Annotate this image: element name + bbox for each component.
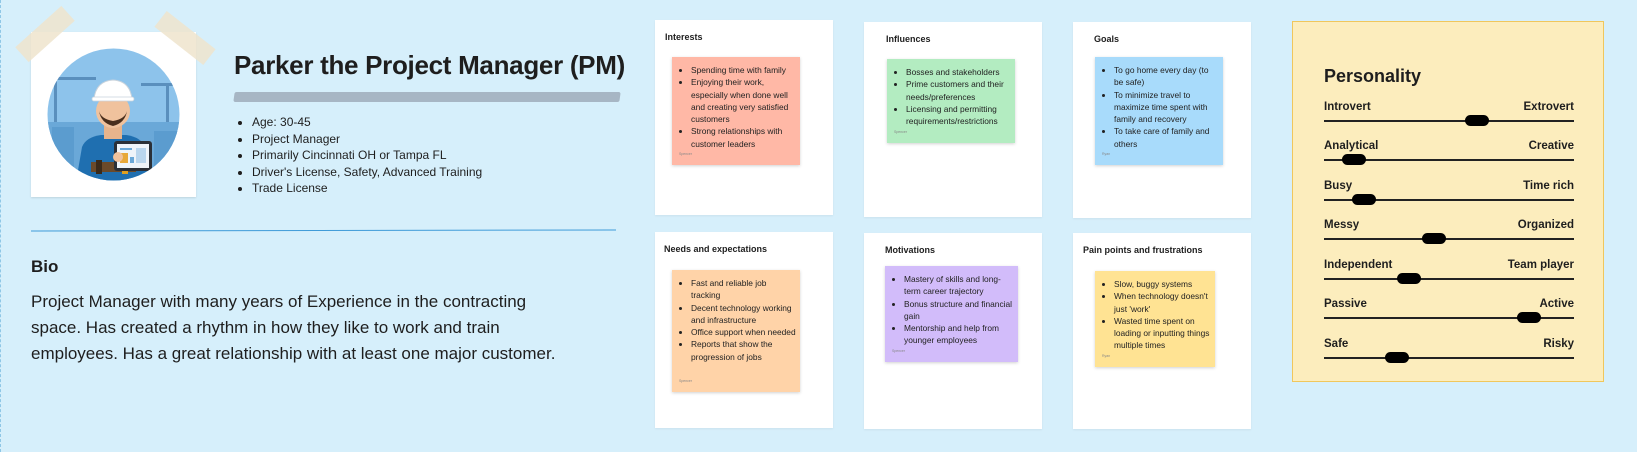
trait-right-label: Time rich [1523, 180, 1574, 192]
fact-item: Age: 30-45 [252, 114, 482, 131]
sticky-note-motivations[interactable]: Mastery of skills and long-term career t… [885, 266, 1018, 362]
card-title: Influences [886, 34, 931, 44]
persona-facts-list: Age: 30-45 Project Manager Primarily Cin… [234, 114, 482, 197]
sticky-item: Enjoying their work, especially when don… [691, 76, 796, 125]
card-title: Interests [665, 32, 703, 42]
sticky-item: Prime customers and their needs/preferen… [906, 78, 1011, 103]
sticky-author: Ryan [1102, 353, 1111, 358]
slider-knob[interactable] [1397, 273, 1421, 284]
card-needs[interactable]: Needs and expectations Fast and reliable… [655, 232, 833, 428]
personality-panel: Personality Introvert Extrovert Analytic… [1292, 21, 1604, 382]
slider-knob[interactable] [1342, 154, 1366, 165]
persona-photo-card [31, 32, 196, 197]
sticky-author: Ryan [1102, 151, 1111, 156]
sticky-note-needs[interactable]: Fast and reliable job tracking Decent te… [672, 270, 800, 392]
slider-knob[interactable] [1464, 115, 1489, 126]
trait-left-label: Safe [1324, 338, 1349, 350]
persona-title: Parker the Project Manager (PM) [234, 50, 625, 80]
sticky-note-goals[interactable]: To go home every day (to be safe) To min… [1095, 57, 1223, 165]
sticky-item: Wasted time spent on loading or inputtin… [1114, 315, 1211, 352]
fact-item: Trade License [252, 180, 482, 197]
sticky-author: Spencer [679, 151, 693, 156]
trait-left-label: Passive [1324, 298, 1367, 310]
sticky-note-interests[interactable]: Spending time with family Enjoying their… [672, 57, 800, 165]
slider-track [1324, 278, 1574, 280]
sticky-item: To take care of family and others [1114, 125, 1219, 150]
sticky-item: Mentorship and help from younger employe… [904, 322, 1014, 347]
bio-text: Project Manager with many years of Exper… [31, 292, 556, 363]
trait-slider: Busy Time rich [1324, 180, 1574, 205]
sticky-author: Spencer [892, 348, 906, 353]
card-interests[interactable]: Interests Spending time with family Enjo… [655, 20, 833, 215]
slider-track [1324, 317, 1574, 319]
persona-portrait-illustration [47, 48, 180, 181]
trait-left-label: Independent [1324, 259, 1393, 271]
sticky-author: Spencer [679, 378, 693, 383]
trait-left-label: Analytical [1324, 140, 1379, 152]
sticky-item: Reports that show the progression of job… [691, 338, 796, 363]
trait-slider: Analytical Creative [1324, 140, 1574, 165]
fact-item: Driver's License, Safety, Advanced Train… [252, 164, 482, 181]
slider-knob[interactable] [1384, 352, 1409, 363]
card-title: Needs and expectations [664, 244, 768, 254]
sticky-item: Decent technology working and infrastruc… [691, 302, 796, 327]
sticky-item: Bosses and stakeholders [906, 66, 1011, 78]
sticky-item: To go home every day (to be safe) [1114, 64, 1219, 89]
trait-right-label: Risky [1543, 338, 1574, 350]
sticky-item: Mastery of skills and long-term career t… [904, 273, 1014, 298]
sticky-item: When technology doesn't just 'work' [1114, 290, 1211, 315]
fact-item: Project Manager [252, 131, 482, 148]
card-goals[interactable]: Goals To go home every day (to be safe) … [1073, 22, 1251, 218]
slider-track [1324, 357, 1574, 359]
fact-item: Primarily Cincinnati OH or Tampa FL [252, 147, 482, 164]
card-pain-points[interactable]: Pain points and frustrations Slow, buggy… [1073, 233, 1251, 429]
card-title: Motivations [885, 245, 936, 255]
trait-left-label: Messy [1324, 219, 1360, 231]
trait-right-label: Extrovert [1523, 101, 1575, 113]
trait-right-label: Creative [1528, 140, 1574, 152]
sticky-note-influences[interactable]: Bosses and stakeholders Prime customers … [887, 59, 1015, 143]
slider-knob[interactable] [1422, 233, 1446, 244]
slider-knob[interactable] [1517, 312, 1541, 323]
sticky-note-pain-points[interactable]: Slow, buggy systems When technology does… [1095, 271, 1215, 367]
trait-right-label: Organized [1517, 219, 1574, 231]
card-influences[interactable]: Influences Bosses and stakeholders Prime… [864, 22, 1042, 217]
sticky-item: Slow, buggy systems [1114, 278, 1211, 290]
trait-slider: Passive Active [1324, 298, 1574, 323]
sticky-item: To minimize travel to maximize time spen… [1114, 89, 1219, 126]
sticky-item: Licensing and permitting requirements/re… [906, 103, 1011, 128]
sticky-item: Bonus structure and financial gain [904, 298, 1014, 323]
trait-slider: Introvert Extrovert [1324, 101, 1575, 126]
trait-slider: Messy Organized [1324, 219, 1574, 244]
sticky-item: Office support when needed [691, 326, 796, 338]
trait-left-label: Busy [1324, 180, 1353, 192]
card-title: Pain points and frustrations [1083, 245, 1203, 255]
sticky-item: Spending time with family [691, 64, 796, 76]
trait-slider: Safe Risky [1324, 338, 1574, 363]
trait-right-label: Team player [1507, 259, 1574, 271]
canvas-edge [0, 0, 1, 452]
card-title: Goals [1094, 34, 1120, 44]
title-underline [233, 92, 621, 102]
trait-slider: Independent Team player [1324, 259, 1574, 284]
slider-track [1324, 120, 1574, 122]
personality-title: Personality [1324, 66, 1422, 86]
sticky-item: Fast and reliable job tracking [691, 277, 796, 302]
slider-knob[interactable] [1352, 194, 1376, 205]
trait-right-label: Active [1539, 298, 1574, 310]
bio-heading: Bio [31, 257, 59, 276]
card-motivations[interactable]: Motivations Mastery of skills and long-t… [864, 233, 1042, 429]
sticky-item: Strong relationships with customer leade… [691, 125, 796, 150]
slider-track [1324, 159, 1574, 161]
slider-track [1324, 199, 1574, 201]
slider-track [1324, 238, 1574, 240]
trait-left-label: Introvert [1324, 101, 1371, 113]
sticky-author: Spencer [894, 129, 908, 134]
section-divider [30, 229, 617, 232]
